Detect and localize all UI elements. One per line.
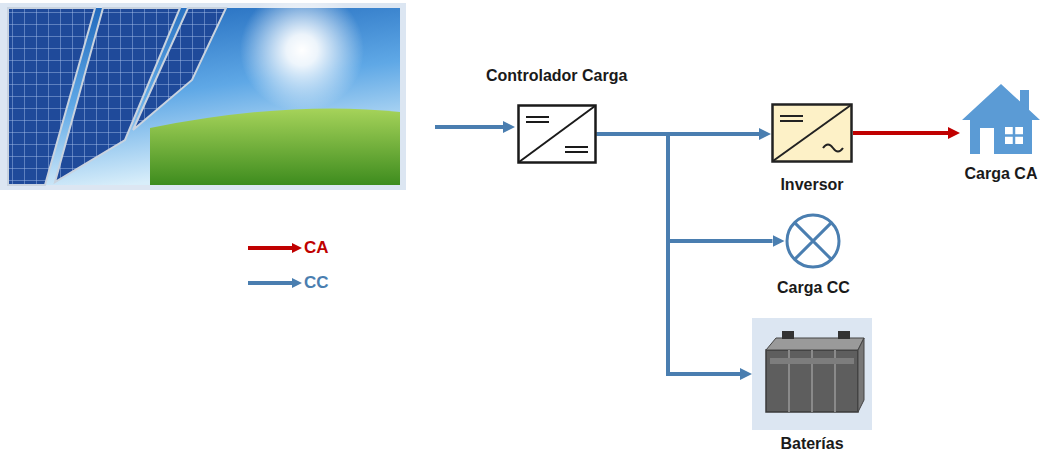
diagram-node: Inversor (771, 103, 853, 194)
battery-picture (752, 318, 872, 430)
graphic-part (782, 331, 794, 339)
node-label: Carga CC (777, 278, 850, 297)
graphic-part (519, 106, 595, 162)
graphic-part (784, 212, 842, 270)
graphic-part (960, 82, 1042, 156)
dc-input-arrow (435, 125, 503, 129)
graphic-part (770, 358, 854, 364)
node-label: Inversor (780, 175, 843, 194)
lamp-symbol (784, 212, 842, 270)
node-label: Carga CA (965, 164, 1038, 183)
graphic-part (980, 128, 994, 154)
graphic-part (518, 106, 595, 163)
legend-label: CC (304, 273, 329, 292)
diagram-node: Carga CC (777, 212, 850, 297)
graphic-part (858, 338, 864, 412)
flow-connector (597, 134, 740, 374)
graphic-part (766, 338, 864, 350)
diagram-node: Baterías (752, 318, 872, 453)
graphic-part (771, 103, 853, 163)
diagram-node: Carga CA (960, 82, 1042, 183)
graphic-part (517, 104, 597, 164)
graphic-part (795, 223, 832, 260)
graphic-part (752, 318, 872, 430)
graphic-part (1005, 127, 1023, 144)
inverter-box (771, 103, 853, 163)
graphic-part (766, 350, 858, 412)
diagram-node: Controlador Carga (486, 66, 627, 164)
graphic-part (823, 145, 843, 152)
graphic-part (838, 331, 850, 339)
solar-panel (133, 8, 226, 130)
node-label: Baterías (780, 434, 843, 453)
graphic-part (773, 105, 852, 162)
graphic-part (787, 215, 839, 267)
house-icon (960, 82, 1042, 156)
converter-box (517, 104, 597, 164)
legend-sample (248, 281, 292, 285)
graphic-part (565, 147, 588, 152)
node-label: Controlador Carga (486, 66, 627, 85)
graphic-part (752, 318, 872, 430)
graphic-part (773, 105, 851, 161)
legend-entry: CA (304, 238, 329, 257)
graphic-part (1005, 127, 1023, 144)
legend-sample (248, 246, 292, 250)
flow-connector (597, 134, 773, 241)
sun (240, 0, 364, 112)
flow-connector (853, 131, 948, 135)
legend-entry: CC (304, 273, 329, 292)
solar-photo (0, 0, 406, 190)
grass (150, 108, 400, 185)
legend-label: CA (304, 238, 329, 257)
graphic-part (780, 116, 803, 121)
graphic-part (526, 117, 549, 122)
graphic-part (962, 84, 1040, 154)
